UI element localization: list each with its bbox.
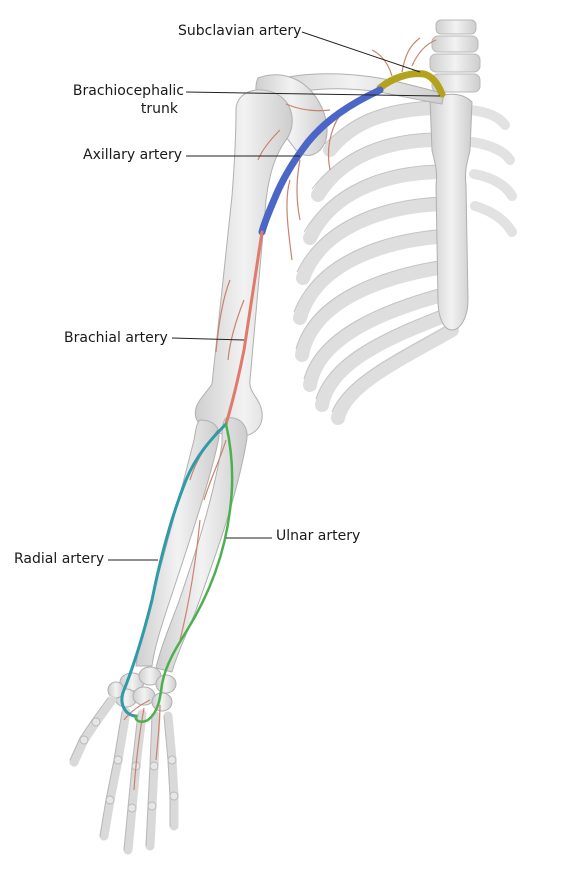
radial-artery-path: [120, 422, 228, 718]
leader-subclavian: [301, 31, 421, 73]
vertebral-column: [429, 19, 481, 93]
leader-brachial: [171, 337, 245, 341]
label-ulnar-artery: Ulnar artery: [276, 528, 361, 544]
hand-bones: [69, 695, 179, 855]
label-subclavian-artery: Subclavian artery: [178, 23, 302, 39]
label-radial-artery: Radial artery: [14, 551, 105, 567]
radius: [135, 419, 220, 667]
leader-brachiocephalic: [185, 91, 441, 97]
label-axillary-artery: Axillary artery: [83, 147, 183, 163]
clavicle: [261, 73, 445, 105]
label-brachiocephalic-trunk-line1: Brachiocephalic: [72, 83, 184, 99]
ulnar-artery-path: [134, 422, 234, 723]
rib-cage: [293, 100, 517, 425]
leader-lines: [108, 31, 441, 561]
humerus: [194, 89, 293, 437]
label-brachiocephalic-trunk-line2: trunk: [140, 101, 178, 117]
label-brachial-artery: Brachial artery: [64, 330, 168, 346]
sternum: [429, 93, 473, 331]
arterial-branches: [123, 37, 437, 791]
brachial-artery-path: [224, 230, 264, 426]
subclavian-artery-path: [376, 70, 446, 98]
axillary-artery-path: [258, 86, 384, 236]
